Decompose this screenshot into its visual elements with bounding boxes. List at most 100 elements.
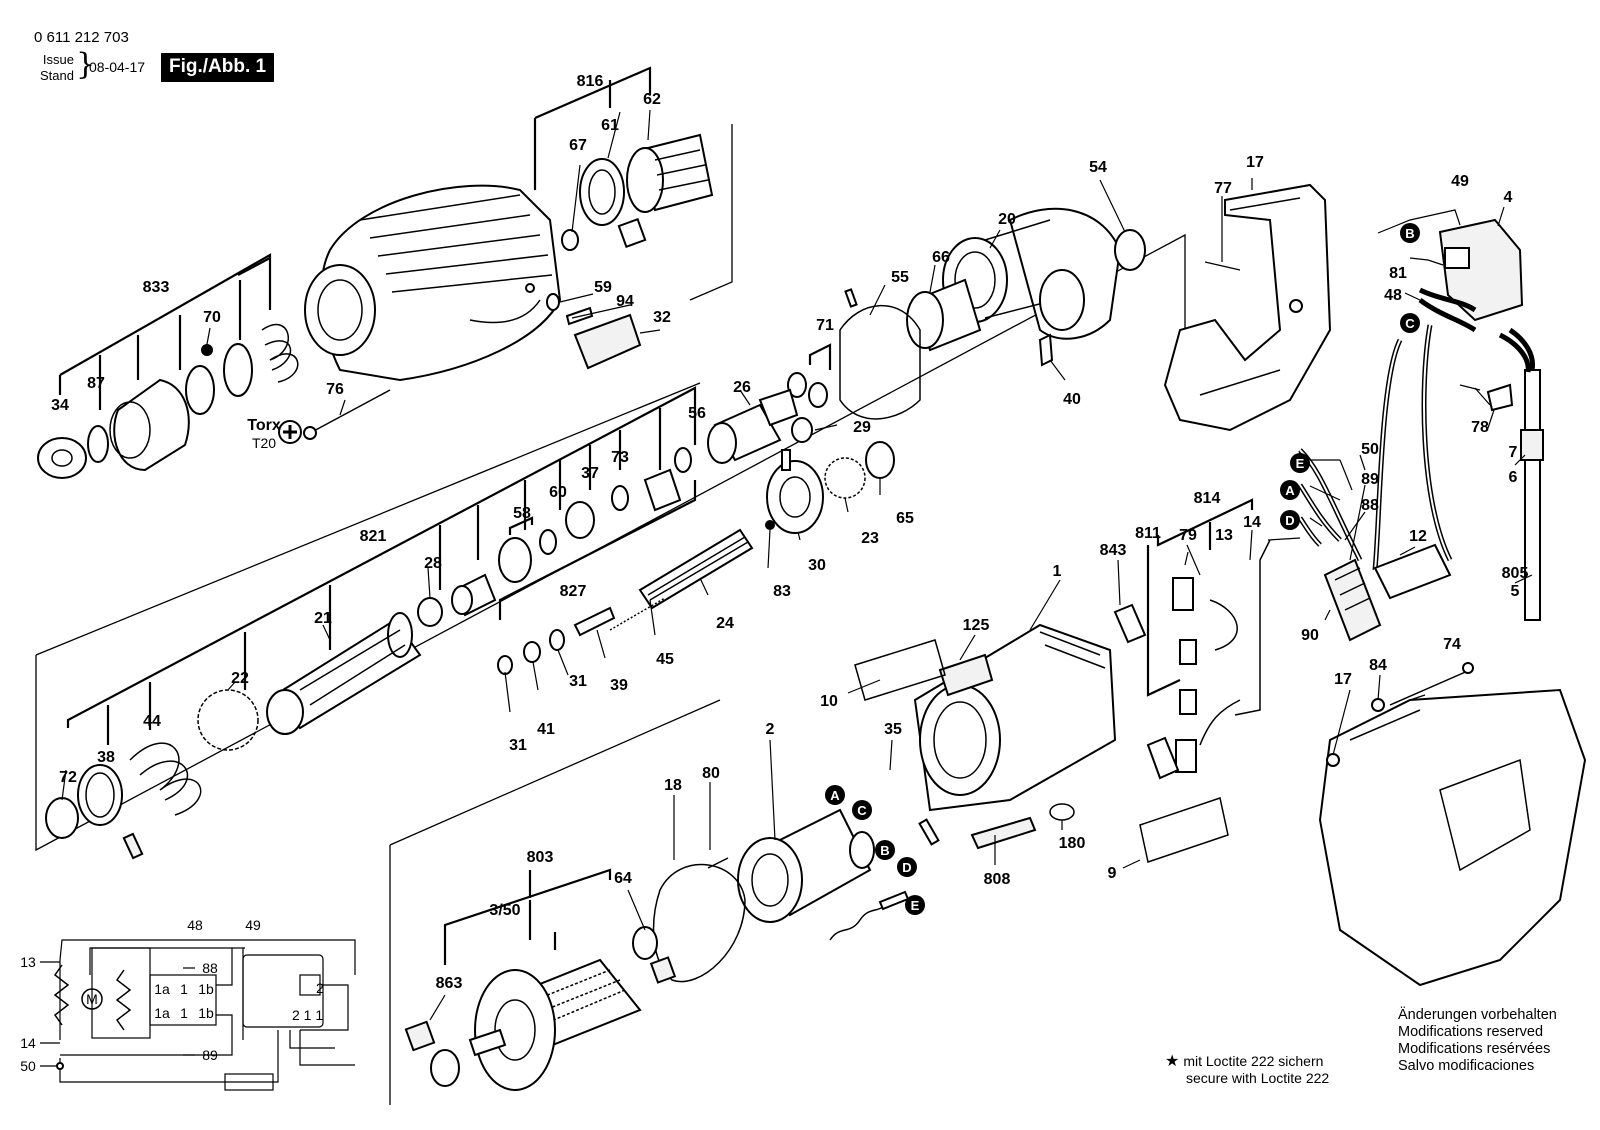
gear-22-spring-44 xyxy=(45,689,259,860)
part-label: 71 xyxy=(816,317,834,334)
part-label: 17 xyxy=(1246,154,1264,171)
loctite-note-de: mit Loctite 222 sichern xyxy=(1183,1053,1324,1069)
part-label: 79 xyxy=(1179,527,1197,544)
switch-terminal: 1b xyxy=(198,1005,214,1021)
issue-label-de: Stand xyxy=(40,68,74,83)
part-label: 9 xyxy=(1108,865,1117,882)
part-label: 827 xyxy=(560,583,587,600)
part-label: 808 xyxy=(984,871,1011,888)
switch-terminal-row: 2 1 1 xyxy=(292,1007,323,1023)
part-label: 55 xyxy=(891,269,909,286)
main-housing-1 xyxy=(854,623,1229,863)
part-label: 23 xyxy=(861,530,879,547)
part-label: 843 xyxy=(1100,542,1127,559)
part-label: 84 xyxy=(1369,657,1387,674)
part-label: 12 xyxy=(1409,528,1427,545)
spindle-21 xyxy=(266,573,497,735)
modifications-note: Änderungen vorbehalten Modifications res… xyxy=(1398,1007,1557,1075)
part-label: 21 xyxy=(314,610,332,627)
connector-b-stator: B xyxy=(880,843,889,858)
loctite-note: ★mit Loctite 222 sichern secure with Loc… xyxy=(1165,1053,1329,1087)
part-label: 35 xyxy=(884,721,902,738)
switch-4 xyxy=(1438,218,1524,322)
part-label: 56 xyxy=(688,405,706,422)
schematic-label: 88 xyxy=(202,960,218,976)
modifications-fr: Modifications resérvées xyxy=(1398,1041,1551,1057)
part-label: 3/50 xyxy=(489,902,520,919)
schematic-label: 89 xyxy=(202,1047,218,1063)
part-label: 821 xyxy=(360,528,387,545)
issue-label-en: Issue xyxy=(42,52,74,67)
part-label: 4 xyxy=(1504,189,1513,206)
modifications-de: Änderungen vorbehalten xyxy=(1398,1007,1557,1023)
part-label: 18 xyxy=(664,777,682,794)
bracket-lines xyxy=(58,66,1254,965)
figure-label: Fig./Abb. 1 xyxy=(161,53,275,82)
part-label: 34 xyxy=(51,397,69,414)
bearing-sleeve-62 xyxy=(626,133,714,213)
connector-e-right: E xyxy=(1296,456,1305,471)
connector-d-stator: D xyxy=(902,860,911,875)
issue-date: 08-04-17 xyxy=(89,59,146,75)
modifications-en: Modifications reserved xyxy=(1398,1024,1544,1040)
part-label: 814 xyxy=(1194,490,1221,507)
issue-label: Issue Stand xyxy=(34,52,74,84)
part-label: 67 xyxy=(569,137,587,154)
part-label: 17 xyxy=(1334,671,1352,688)
part-label: 62 xyxy=(643,91,661,108)
wiring-schematic: M 1a 1 1b 1a 1 1b 2 2 1 1 48 49 13 14 50… xyxy=(20,917,356,1091)
part-label: 59 xyxy=(594,279,612,296)
part-label: 77 xyxy=(1214,180,1232,197)
connector-d-right: D xyxy=(1285,513,1294,528)
part-label: 94 xyxy=(616,293,634,310)
connector-b-top: B xyxy=(1405,226,1414,241)
part-label: 6 xyxy=(1509,469,1518,486)
part-label: 81 xyxy=(1389,265,1407,282)
connector-e-stator: E xyxy=(911,898,920,913)
electronic-module-90 xyxy=(1323,558,1382,642)
brush-holders-811 xyxy=(1113,539,1271,780)
part-label: 74 xyxy=(1443,636,1461,653)
connector-c-top: C xyxy=(1405,316,1415,331)
rings-71 xyxy=(787,372,828,408)
connector-a-right: A xyxy=(1285,483,1295,498)
cable-grommet-6 xyxy=(1498,327,1544,621)
part-label: 38 xyxy=(97,749,115,766)
document-number: 0 611 212 703 xyxy=(34,29,129,46)
part-label: 80 xyxy=(702,765,720,782)
stator-2 xyxy=(707,808,875,923)
switch-terminal: 1a xyxy=(154,981,170,997)
torx-label: Torx xyxy=(247,417,281,434)
part-label: 5 xyxy=(1511,583,1520,600)
part-label: 89 xyxy=(1361,471,1379,488)
part-label: 811 xyxy=(1135,525,1161,542)
part-label: 32 xyxy=(653,309,671,326)
switch-terminal: 1 xyxy=(180,981,188,997)
spindle-tube-827 xyxy=(498,447,692,583)
shaft-24-45-39 xyxy=(497,528,754,675)
part-label: 26 xyxy=(733,379,751,396)
part-label: 1 xyxy=(1053,563,1062,580)
part-label: 28 xyxy=(424,555,442,572)
part-label: 30 xyxy=(808,557,826,574)
part-label: 24 xyxy=(716,615,734,632)
part-label: 20 xyxy=(998,211,1016,228)
part-label: 14 xyxy=(1243,514,1261,531)
schematic-label: 48 xyxy=(187,917,203,933)
wire-harness xyxy=(1297,287,1477,600)
hammer-housing-assembly xyxy=(304,184,562,382)
part-label: 44 xyxy=(143,713,161,730)
torx-size-label: T20 xyxy=(252,435,276,451)
connector-c-stator: C xyxy=(857,803,867,818)
rear-handle-17 xyxy=(1318,662,1587,987)
part-label: 90 xyxy=(1301,627,1319,644)
part-label: 41 xyxy=(537,721,555,738)
part-label: 64 xyxy=(614,870,632,887)
connector-a-stator: A xyxy=(830,788,840,803)
schematic-label: 14 xyxy=(20,1035,36,1051)
part-label: 66 xyxy=(932,249,950,266)
part-label: 76 xyxy=(326,381,344,398)
part-label: 2 xyxy=(766,721,775,738)
needle-ring-61 xyxy=(579,158,625,226)
motor-symbol: M xyxy=(86,991,98,1007)
